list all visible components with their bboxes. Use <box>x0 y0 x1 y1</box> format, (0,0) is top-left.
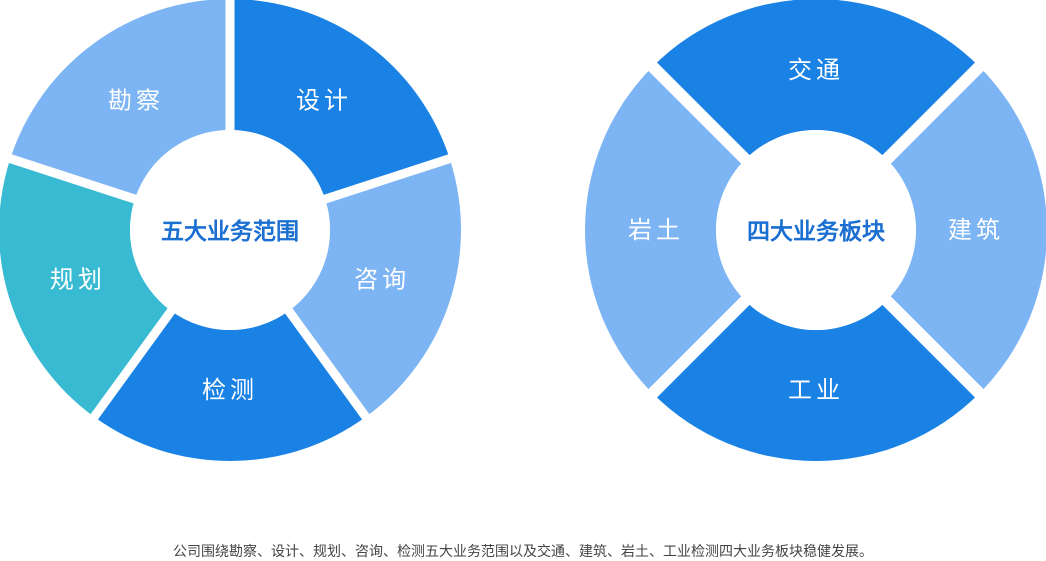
sector-ring-segment-label: 交通 <box>788 56 844 84</box>
sector-ring-segment-label: 岩土 <box>628 216 684 244</box>
sector-ring-segment-label: 工业 <box>788 376 844 404</box>
scope-ring-center <box>130 130 330 330</box>
sector-ring-segment <box>652 300 980 461</box>
sector-ring-segment-label: 建筑 <box>948 216 1004 244</box>
scope-ring-segment-label: 规划 <box>50 265 106 293</box>
sector-ring-segment <box>585 66 746 394</box>
scope-ring-segment <box>10 0 230 200</box>
scope-ring-segment <box>230 0 450 200</box>
sector-ring-center-label: 四大业务板块 <box>747 219 885 245</box>
scope-ring-segment-label: 设计 <box>296 87 352 115</box>
sector-ring-center <box>716 130 916 330</box>
scope-ring-segment-label: 咨询 <box>354 265 410 293</box>
scope-ring-center-label: 五大业务范围 <box>161 219 299 245</box>
sector-ring-segment <box>886 66 1046 394</box>
scope-ring-segment <box>0 158 172 417</box>
scope-ring-segment-label: 勘察 <box>108 87 164 115</box>
scope-ring-segment-label: 检测 <box>202 376 258 404</box>
caption: 公司围绕勘察、设计、规划、咨询、检测五大业务范围以及交通、建筑、岩土、工业检测四… <box>173 544 873 560</box>
scope-ring-segment <box>288 158 462 417</box>
sector-ring-segment <box>652 0 980 160</box>
scope-ring-segment <box>94 310 366 461</box>
